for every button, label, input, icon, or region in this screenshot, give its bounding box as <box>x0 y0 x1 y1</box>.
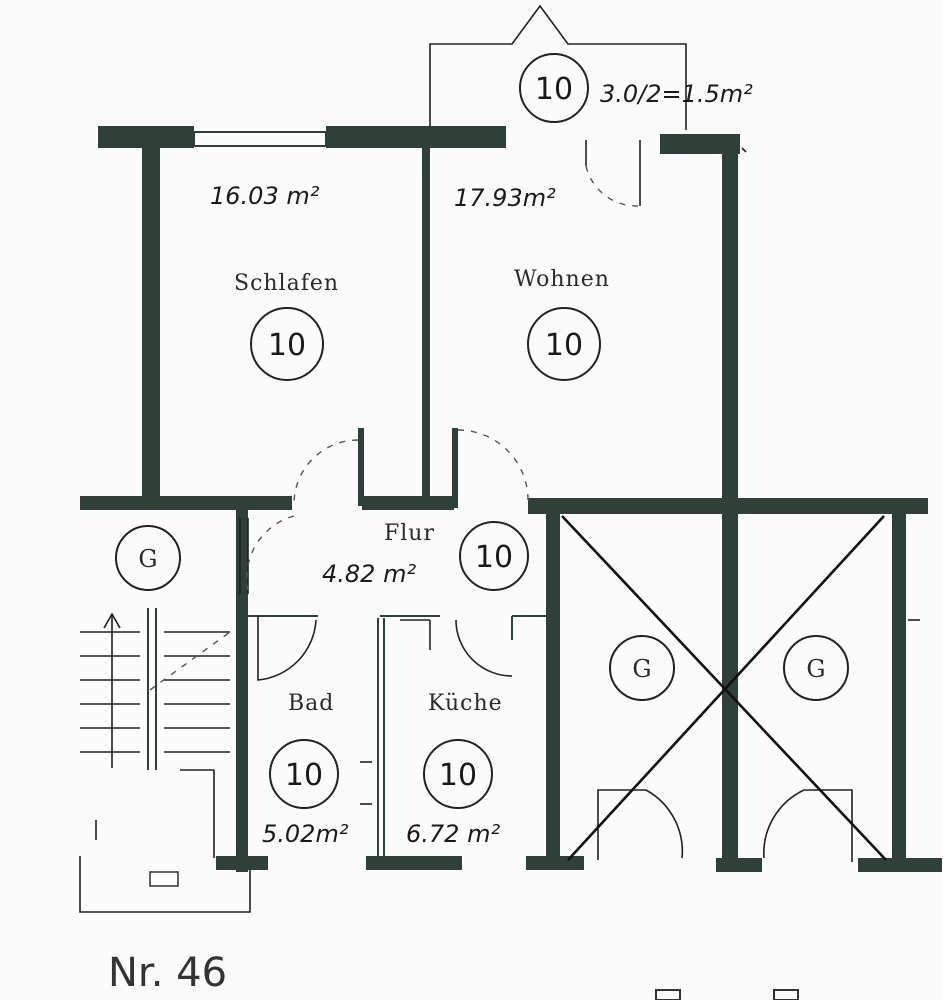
room-flur: Flur 4.82 m² 10 <box>322 521 529 591</box>
garage-left-badge-text: G <box>632 655 651 683</box>
bottom-marks <box>655 989 799 1000</box>
schlafen-label: Schlafen <box>234 271 339 296</box>
stair-badge-text: G <box>138 545 157 573</box>
room-kueche: Küche 10 6.72 m² <box>406 691 503 848</box>
garage-left: G <box>609 635 675 701</box>
wohnen-badge <box>527 307 601 381</box>
garage-left-badge <box>609 635 675 701</box>
unit-number-label: Nr. 46 <box>108 950 227 996</box>
garage-right-badge-text: G <box>806 655 825 683</box>
door-swings <box>246 165 853 862</box>
kueche-label: Küche <box>428 691 503 716</box>
room-schlafen: 16.03 m² Schlafen 10 <box>210 182 339 381</box>
flur-badge-text: 10 <box>475 540 513 575</box>
kueche-badge <box>423 739 493 809</box>
balcony-outline <box>429 4 687 130</box>
wohnen-area: 17.93m² <box>454 184 556 212</box>
bad-badge-text: 10 <box>285 758 323 793</box>
balcony: 10 3.0/2=1.5m² <box>519 53 753 123</box>
bad-label: Bad <box>288 691 334 716</box>
flur-label: Flur <box>384 521 435 546</box>
schlafen-badge <box>250 307 324 381</box>
room-bad: Bad 10 5.02m² <box>262 691 349 848</box>
kueche-badge-text: 10 <box>439 758 477 793</box>
stair-badge <box>115 525 181 591</box>
schlafen-area: 16.03 m² <box>210 182 320 210</box>
bad-badge <box>269 739 339 809</box>
schlafen-badge-text: 10 <box>268 328 306 363</box>
bad-area: 5.02m² <box>262 820 349 848</box>
flur-badge <box>459 521 529 591</box>
garage-right: G <box>783 635 849 701</box>
stair-area: G <box>115 525 181 591</box>
garage-cross <box>561 515 887 861</box>
wohnen-label: Wohnen <box>514 267 610 292</box>
balcony-badge <box>519 53 589 123</box>
garage-right-badge <box>783 635 849 701</box>
walls <box>80 126 942 872</box>
balcony-area: 3.0/2=1.5m² <box>600 80 753 108</box>
kueche-area: 6.72 m² <box>406 820 500 848</box>
room-wohnen: 17.93m² Wohnen 10 <box>454 184 610 381</box>
flur-area: 4.82 m² <box>322 560 416 588</box>
balcony-badge-text: 10 <box>535 72 573 107</box>
thin-lines <box>79 131 920 913</box>
wohnen-badge-text: 10 <box>545 328 583 363</box>
